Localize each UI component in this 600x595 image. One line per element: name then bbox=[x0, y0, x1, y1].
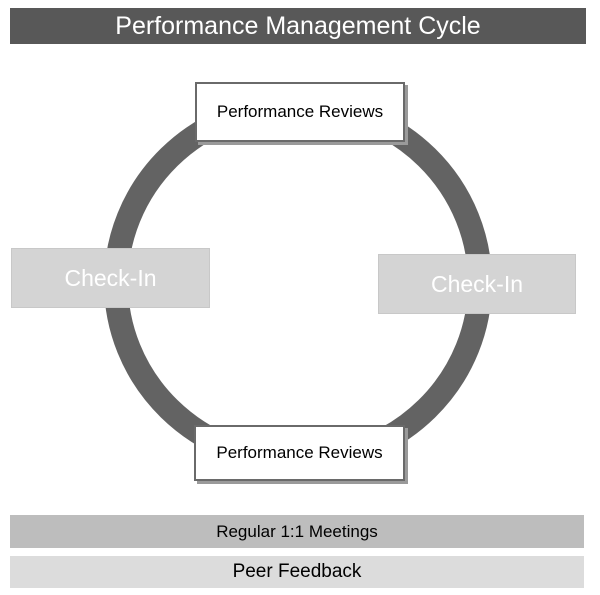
regular-meetings-bar: Regular 1:1 Meetings bbox=[10, 515, 584, 548]
performance-reviews-top-box: Performance Reviews bbox=[195, 82, 405, 142]
checkin-right-box: Check-In bbox=[378, 254, 576, 314]
peer-feedback-bar: Peer Feedback bbox=[10, 556, 584, 588]
diagram-title: Performance Management Cycle bbox=[10, 8, 586, 44]
checkin-left-box: Check-In bbox=[11, 248, 210, 308]
performance-reviews-bottom-box: Performance Reviews bbox=[194, 425, 405, 481]
